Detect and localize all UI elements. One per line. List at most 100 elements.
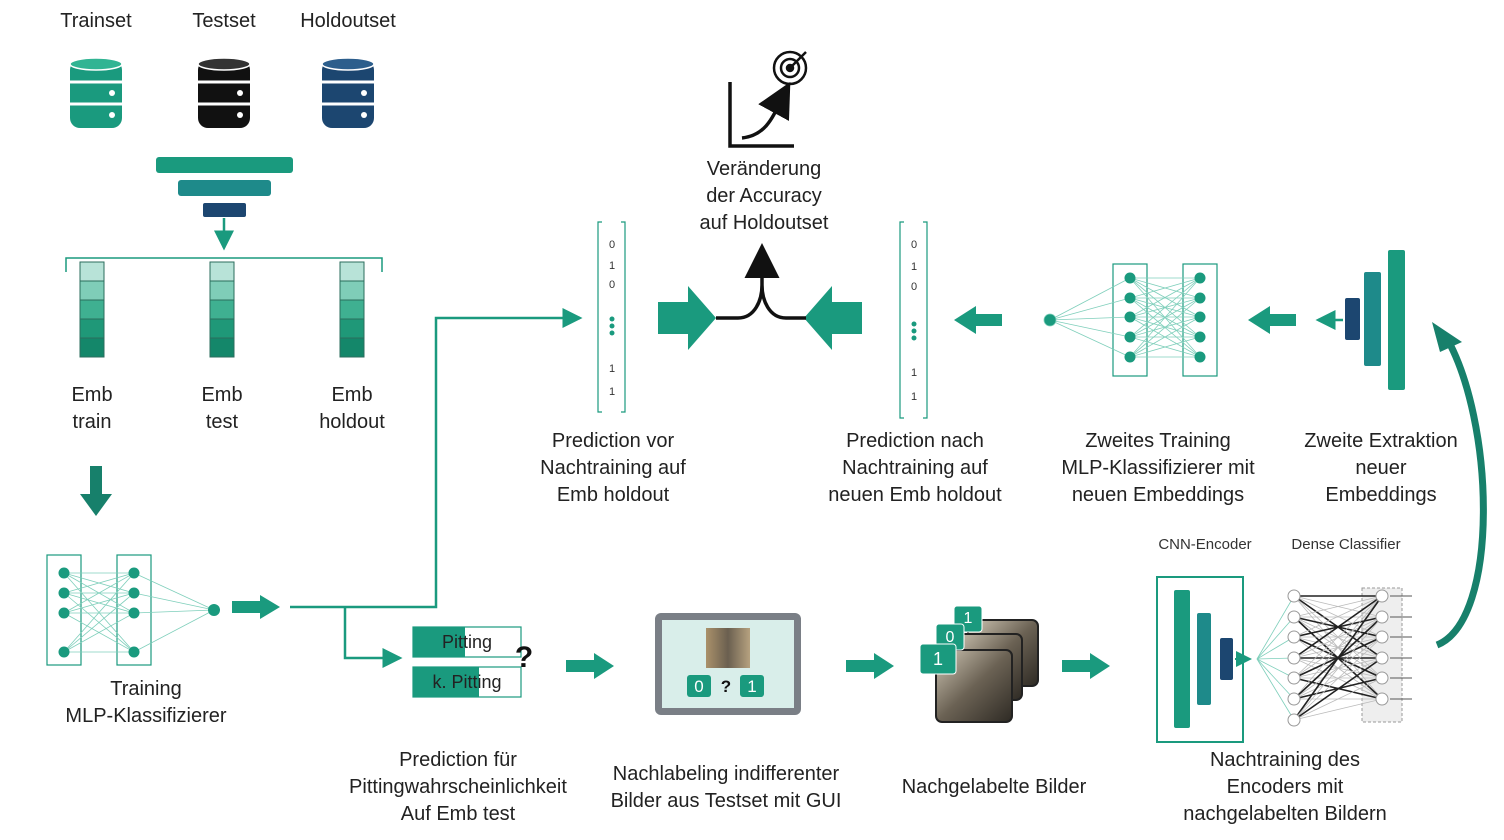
dense-edge xyxy=(1293,616,1383,721)
dense-node xyxy=(1375,651,1389,665)
embedding-cell xyxy=(79,299,105,320)
trainset-database-icon xyxy=(69,57,123,128)
mlp-network-icon xyxy=(46,554,220,666)
pitting-chip-label: Pitting xyxy=(441,632,493,652)
dense-node xyxy=(1287,589,1301,603)
mlp-edge xyxy=(1129,277,1201,358)
dense-node xyxy=(1375,589,1389,603)
arrow-training-out xyxy=(232,595,280,619)
dense-edge xyxy=(1256,658,1295,700)
mlp-node xyxy=(1194,272,1206,284)
cnn-encoder-icon xyxy=(1156,576,1252,743)
embedding-vectors xyxy=(79,261,365,358)
dense-node xyxy=(1287,610,1301,624)
dense-node xyxy=(1375,630,1389,644)
trainset-label: Trainset xyxy=(60,10,132,32)
mlp-node xyxy=(58,587,70,599)
dense-edge xyxy=(1293,657,1383,721)
mlp-edge xyxy=(1129,297,1201,358)
dense-edge xyxy=(1293,698,1383,721)
accuracy-chart-icon xyxy=(728,81,794,148)
dense-edge xyxy=(1256,616,1295,660)
mlp-node xyxy=(128,587,140,599)
embedding-cell xyxy=(339,280,365,301)
mlp-edge xyxy=(1129,316,1201,358)
prediction-vector-brackets xyxy=(597,221,928,419)
labeled-images-label: Nachgelabelte Bilder xyxy=(901,776,1087,798)
mlp-node xyxy=(208,604,220,616)
card-label-front: 1 xyxy=(932,649,943,669)
bottom-arrows xyxy=(566,653,1110,679)
embedding-cell xyxy=(339,261,365,282)
encoder-funnel-icon xyxy=(156,157,293,251)
dense-node xyxy=(1375,671,1389,685)
dense-node xyxy=(1287,671,1301,685)
dense-edge xyxy=(1293,595,1383,618)
mlp-edge xyxy=(1049,277,1131,321)
dense-edge xyxy=(1293,677,1383,721)
mlp-edge xyxy=(1049,319,1131,358)
mlp-node xyxy=(58,567,70,579)
mlp-node xyxy=(128,607,140,619)
flow-lines xyxy=(290,308,583,668)
mlp-node xyxy=(1124,331,1136,343)
mlp-node xyxy=(1043,313,1057,327)
cnn-encoder-label: CNN-Encoder xyxy=(1158,536,1252,553)
mlp-node xyxy=(1124,351,1136,363)
no-pitting-chip-label: k. Pitting xyxy=(432,672,502,692)
second-mlp-icon xyxy=(1043,263,1218,377)
dense-node xyxy=(1375,610,1389,624)
embedding-cell xyxy=(79,337,105,358)
vector-dots xyxy=(609,316,917,341)
mlp-edge xyxy=(133,609,215,614)
mlp-edge xyxy=(133,592,215,611)
dense-edge xyxy=(1256,636,1295,660)
mlp-edge xyxy=(1129,277,1201,299)
testset-database-icon xyxy=(197,57,251,128)
gui-left-value: 0 xyxy=(694,677,704,696)
mlp-node xyxy=(128,567,140,579)
curved-arrow-head xyxy=(1432,322,1462,352)
labeled-images-stack xyxy=(919,605,1039,723)
dense-node xyxy=(1287,651,1301,665)
holdoutset-database-icon xyxy=(321,57,375,128)
mlp-edge xyxy=(1129,277,1201,318)
dense-node xyxy=(1375,692,1389,706)
mlp-edge xyxy=(1049,297,1131,321)
mlp-node xyxy=(128,646,140,658)
mlp-edge xyxy=(1049,319,1131,338)
gui-right-value: 1 xyxy=(747,677,757,696)
dense-node xyxy=(1287,692,1301,706)
embedding-cell xyxy=(339,299,365,320)
dense-edge xyxy=(1293,595,1383,721)
target-icon xyxy=(772,50,808,86)
down-arrow xyxy=(80,466,112,516)
holdoutset-label: Holdoutset xyxy=(300,10,396,32)
dense-edge xyxy=(1293,595,1383,659)
mlp-edge xyxy=(1129,277,1201,338)
question-mark: ? xyxy=(514,641,534,674)
mlp-edge xyxy=(1049,316,1131,321)
embedding-cell xyxy=(79,261,105,282)
dense-node xyxy=(1287,630,1301,644)
embedding-cell xyxy=(339,318,365,339)
mlp-edge xyxy=(63,572,135,614)
mlp-node xyxy=(1194,331,1206,343)
dense-classifier-label: Dense Classifier xyxy=(1291,536,1401,553)
top-arrows xyxy=(954,306,1296,334)
dense-edge xyxy=(1256,658,1295,679)
mlp-node xyxy=(1124,311,1136,323)
dense-edge xyxy=(1293,636,1383,721)
dense-edge xyxy=(1256,595,1295,660)
testset-label: Testset xyxy=(192,10,256,32)
